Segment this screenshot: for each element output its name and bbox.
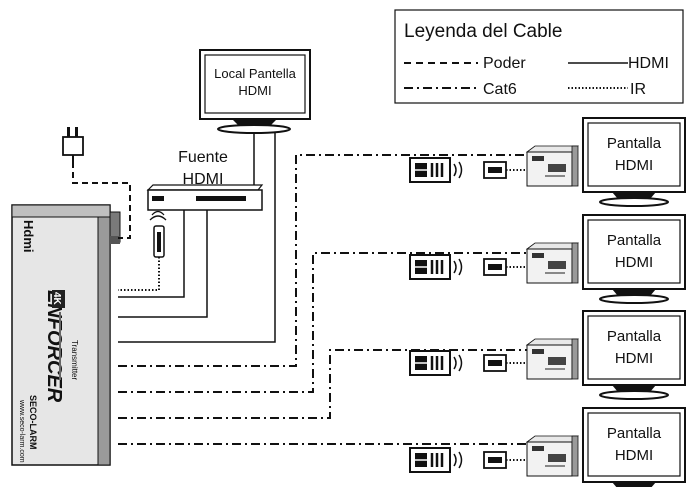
local-display: Local Pantella HDMI xyxy=(199,49,311,134)
local-display-screen xyxy=(204,54,306,114)
local-display-label-1: Local Pantella xyxy=(214,66,296,81)
receiver-unit xyxy=(525,242,579,284)
ir-receiver-icon xyxy=(149,210,167,258)
legend-cat6-label: Cat6 xyxy=(483,81,517,98)
seco-larm-url: www.seco-larm.com xyxy=(18,399,25,463)
remote-display-screen xyxy=(587,315,681,380)
ir-cable xyxy=(118,257,160,291)
model-label: Transmitter xyxy=(70,340,79,380)
ir-remote-icon xyxy=(409,350,463,376)
legend-power-label: Poder xyxy=(483,55,526,72)
receiver-unit xyxy=(525,435,579,477)
ir-eye-icon xyxy=(483,354,507,372)
cat6-cable-3 xyxy=(118,349,527,419)
source-label-2: HDMI xyxy=(183,171,224,188)
power-cable xyxy=(72,162,131,239)
cable-legend: Leyenda del Cable Poder HDMI Cat6 IR xyxy=(394,9,684,104)
ir-eye-icon xyxy=(483,451,507,469)
legend-hdmi-label: HDMI xyxy=(628,55,669,72)
transmitter-unit: Hdmi ENFORCER 4K Transmitter SECO-LARM w… xyxy=(11,204,121,466)
remote-display-label-2: HDMI xyxy=(615,447,653,464)
hdmi-source-cable-1 xyxy=(118,210,185,298)
cat6-cable-2 xyxy=(118,252,527,393)
remote-display-label-2: HDMI xyxy=(615,350,653,367)
ir-remote-icon xyxy=(409,157,463,183)
ir-remote-icon xyxy=(409,447,463,473)
cables xyxy=(72,133,527,445)
remote-display-screen xyxy=(587,412,681,477)
4k-badge: 4K xyxy=(51,292,62,306)
remote-display-screen xyxy=(587,122,681,187)
hdmi-logo: Hdmi xyxy=(21,220,36,253)
remote-display-label-1: Pantalla xyxy=(607,232,662,249)
receiver-unit xyxy=(525,145,579,187)
hdmi-source: Fuente HDMI xyxy=(146,149,264,211)
ir-eye-icon xyxy=(483,161,507,179)
receiver-unit xyxy=(525,338,579,380)
source-label-1: Fuente xyxy=(178,149,228,166)
legend-ir-label: IR xyxy=(630,81,646,98)
hdmi-local-cable xyxy=(118,133,276,343)
ir-eye-icon xyxy=(483,258,507,276)
ir-remote-icon xyxy=(409,254,463,280)
remote-display-label-2: HDMI xyxy=(615,157,653,174)
remote-display-label-1: Pantalla xyxy=(607,425,662,442)
seco-larm-name: SECO-LARM xyxy=(28,395,38,450)
local-display-label-2: HDMI xyxy=(238,83,271,98)
remote-display-label-1: Pantalla xyxy=(607,328,662,345)
legend-title: Leyenda del Cable xyxy=(404,21,562,42)
remote-display-label-1: Pantalla xyxy=(607,135,662,152)
hdmi-source-cable-2 xyxy=(118,210,208,318)
remote-display-label-2: HDMI xyxy=(615,254,653,271)
power-adapter-icon xyxy=(62,127,84,162)
cat6-cable-1 xyxy=(118,154,527,367)
remote-display-screen xyxy=(587,219,681,284)
